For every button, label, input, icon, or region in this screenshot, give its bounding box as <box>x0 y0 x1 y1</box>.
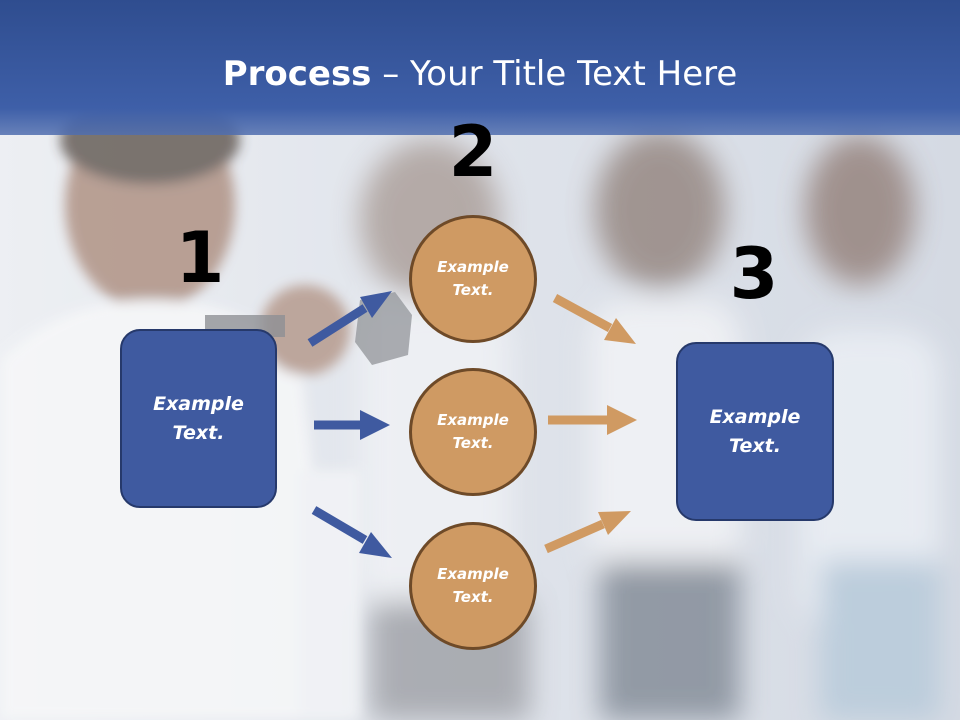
title-band <box>0 0 960 135</box>
step-2-circle-bottom: Example Text. <box>409 522 537 650</box>
step-number-3: 3 <box>729 233 779 315</box>
circle-top-label: Example Text. <box>437 258 509 299</box>
title-bold: Process <box>222 54 372 94</box>
step-1-label: Example Text. <box>153 392 244 444</box>
circle-middle-label: Example Text. <box>437 411 509 452</box>
arrow-tan-down <box>552 294 636 344</box>
circle-bottom-label: Example Text. <box>437 565 509 606</box>
arrow-tan-mid <box>548 405 637 435</box>
arrow-blue-mid <box>314 410 390 440</box>
step-number-2: 2 <box>448 111 498 193</box>
arrow-blue-down <box>311 506 392 558</box>
step-3-label: Example Text. <box>709 405 801 457</box>
step-number-1: 1 <box>175 217 225 299</box>
arrow-tan-up <box>544 511 631 554</box>
slide-title: Process – Your Title Text Here <box>0 52 960 96</box>
arrow-blue-up <box>307 291 392 347</box>
step-2-circle-middle: Example Text. <box>409 368 537 496</box>
step-3-box: Example Text. <box>676 342 834 521</box>
title-rest: – Your Title Text Here <box>371 54 738 94</box>
step-2-circle-top: Example Text. <box>409 215 537 343</box>
step-1-box: Example Text. <box>120 329 277 508</box>
